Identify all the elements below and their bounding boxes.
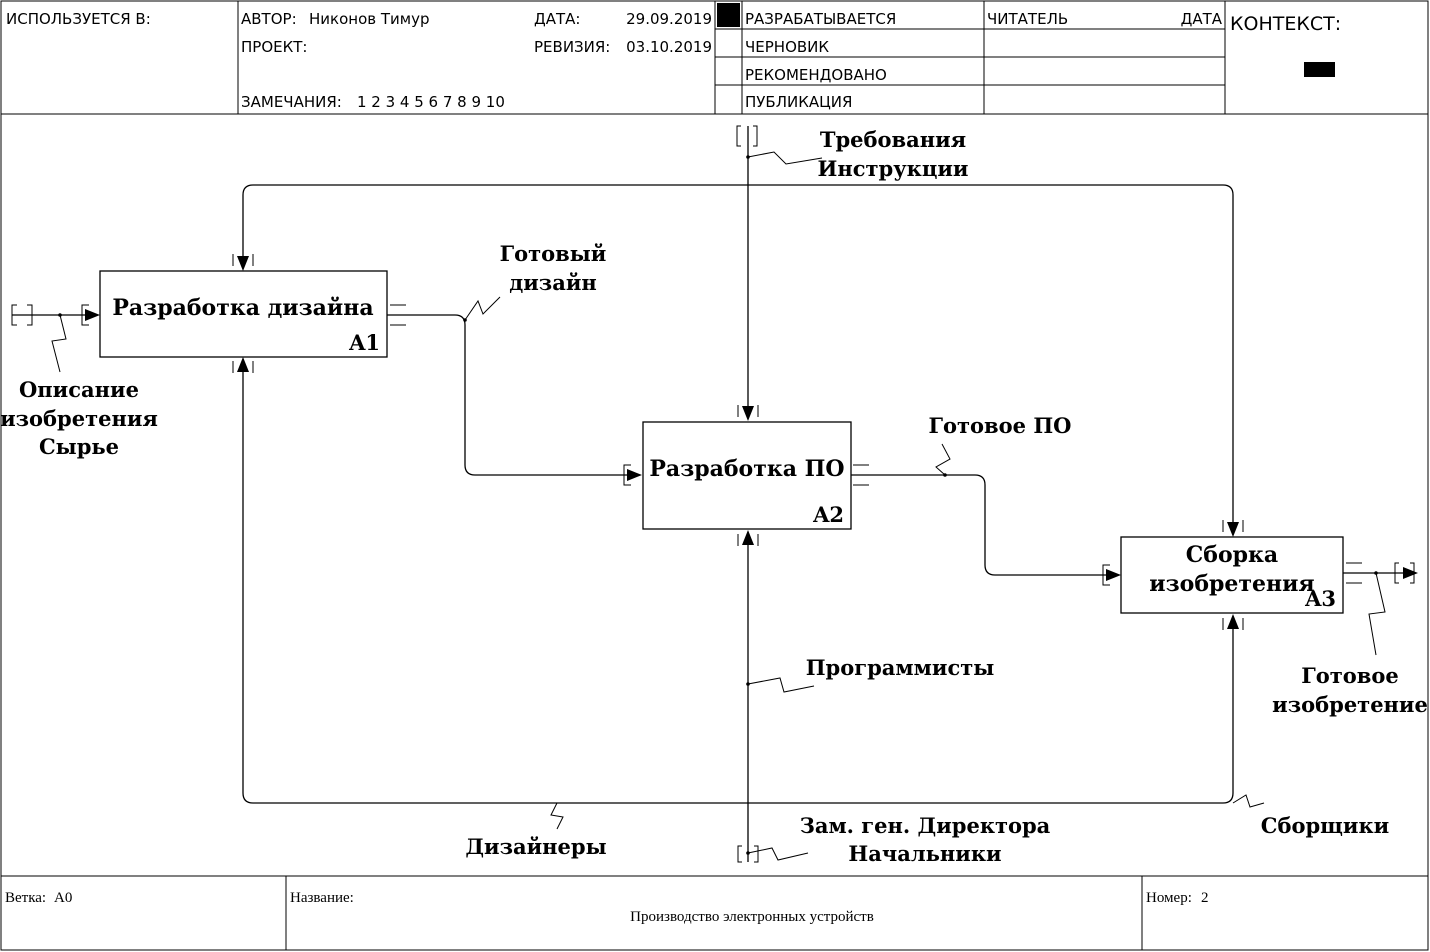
label-design-output-line2: дизайн <box>509 270 597 295</box>
activity-box-a1[interactable]: Разработка дизайна A1 <box>99 270 388 358</box>
number-label: Номер: <box>1146 890 1192 906</box>
node-label: Ветка: <box>5 890 46 906</box>
status-recommended[interactable]: РЕКОМЕНДОВАНО <box>745 66 887 84</box>
activity-box-a2-number: A2 <box>812 502 844 527</box>
context-marker <box>1304 62 1335 77</box>
node-value: A0 <box>54 890 72 906</box>
activity-box-a1-number: A1 <box>348 330 380 355</box>
revision-value: 03.10.2019 <box>626 38 712 56</box>
date-label: ДАТА: <box>534 10 580 28</box>
arrow-control[interactable] <box>232 125 1244 537</box>
label-control-line1: Требования <box>820 127 966 152</box>
number-value: 2 <box>1201 890 1209 906</box>
activity-box-a2-title: Разработка ПО <box>649 456 844 482</box>
arrow-software-output[interactable] <box>851 443 1121 586</box>
diagram-title: Производство электронных устройств <box>630 909 874 925</box>
label-input-line3: Сырье <box>39 434 119 459</box>
author-value: Никонов Тимур <box>309 10 429 28</box>
label-management-line1: Зам. ген. Директора <box>800 813 1051 838</box>
label-input-line2: изобретения <box>0 406 158 431</box>
footer-block: Ветка: A0 Название: Производство электро… <box>1 875 1428 950</box>
activity-box-a3-number: A3 <box>1304 586 1336 611</box>
title-label: Название: <box>290 890 354 906</box>
activity-box-a3[interactable]: Сборка изобретения A3 <box>1120 536 1344 614</box>
label-assemblers: Сборщики <box>1261 813 1389 838</box>
activity-box-a3-title-line1: Сборка <box>1186 542 1278 568</box>
used-in-label: ИСПОЛЬЗУЕТСЯ В: <box>6 10 151 28</box>
reader-label: ЧИТАТЕЛЬ <box>987 10 1068 28</box>
status-draft[interactable]: ЧЕРНОВИК <box>745 38 829 56</box>
activity-box-a2[interactable]: Разработка ПО A2 <box>642 421 852 530</box>
label-programmers: Программисты <box>806 655 995 680</box>
notes-values: 1 2 3 4 5 6 7 8 9 10 <box>357 93 505 111</box>
arrow-labels: Описание изобретения Сырье Требования Ин… <box>0 127 1428 866</box>
author-label: АВТОР: <box>241 10 297 28</box>
arrow-design-output[interactable] <box>387 296 642 486</box>
status-working[interactable]: РАЗРАБАТЫВАЕТСЯ <box>745 10 896 28</box>
revision-label: РЕВИЗИЯ: <box>534 38 610 56</box>
arrow-final-output[interactable] <box>1343 562 1418 656</box>
label-designers: Дизайнеры <box>465 834 606 859</box>
arrow-input[interactable] <box>11 304 100 373</box>
notes-label: ЗАМЕЧАНИЯ: <box>241 93 342 111</box>
activity-box-a3-title-line2: изобретения <box>1149 571 1314 597</box>
context-label: КОНТЕКСТ: <box>1230 13 1341 35</box>
status-publication[interactable]: ПУБЛИКАЦИЯ <box>745 93 852 111</box>
activity-box-a1-title: Разработка дизайна <box>112 295 373 321</box>
status-selected-marker <box>717 3 740 27</box>
project-label: ПРОЕКТ: <box>241 38 307 56</box>
label-software-output: Готовое ПО <box>929 413 1072 438</box>
date-value: 29.09.2019 <box>626 10 712 28</box>
arrows-layer <box>11 125 1418 863</box>
label-design-output-line1: Готовый <box>500 241 607 266</box>
reader-date-label: ДАТА <box>1181 10 1223 28</box>
label-final-output-line2: изобретение <box>1272 692 1428 717</box>
label-management-line2: Начальники <box>848 841 1001 866</box>
label-input-line1: Описание <box>19 377 139 402</box>
label-final-output-line1: Готовое <box>1301 663 1398 688</box>
label-control-line2: Инструкции <box>818 156 969 181</box>
arrow-mechanism[interactable] <box>232 357 1265 863</box>
